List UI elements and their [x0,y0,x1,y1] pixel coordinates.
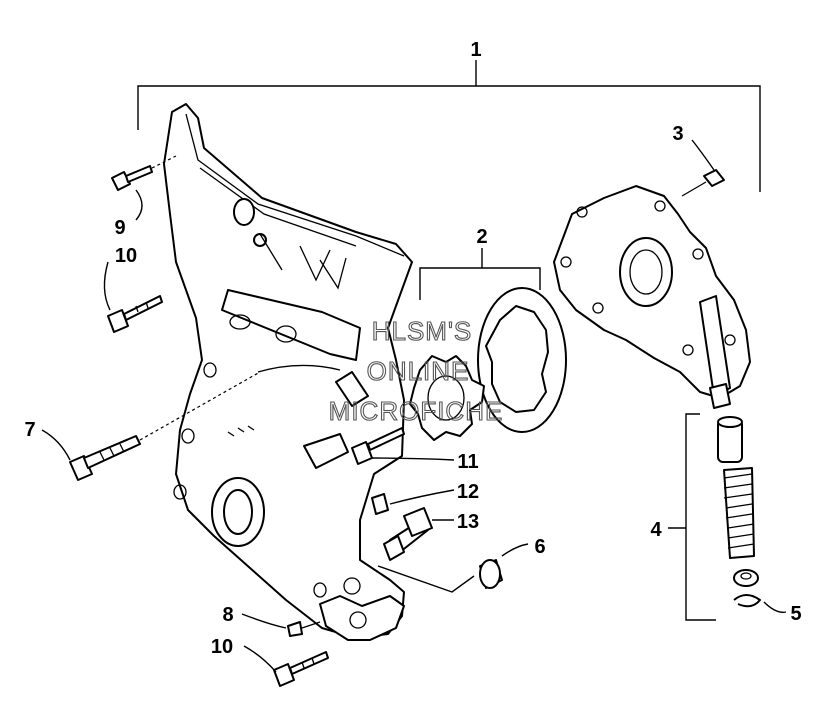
watermark: HLSM'S ONLINE MICROFICHE [328,315,504,426]
callout-3: 3 [672,123,683,145]
bolt-10-upper [103,261,163,333]
watermark-line-3: MICROFICHE [329,396,504,426]
callout-4: 4 [650,519,662,541]
callout-2: 2 [476,226,487,248]
dowel-12 [371,489,455,515]
screw-8 [241,613,321,637]
callout-10-upper: 10 [115,245,137,267]
bolt-7 [41,371,261,481]
outer-rotor [477,287,567,433]
callout-12: 12 [457,481,479,503]
callout-labels: 1 2 3 4 5 6 7 8 9 10 10 11 12 13 [24,39,801,658]
plug-6 [377,543,529,593]
bracket-1 [137,60,761,192]
bracket-2 [419,248,541,300]
callout-6: 6 [534,536,545,558]
bolt-11 [351,427,455,465]
timing-cover [163,103,413,641]
inner-rotor [409,355,485,441]
watermark-line-1: HLSM'S [372,316,473,346]
watermark-line-2: ONLINE [367,356,470,386]
relief-valve [717,416,787,613]
oil-pump-body [553,185,751,409]
bracket-4 [668,413,716,621]
bolt-9 [111,155,177,221]
callout-5: 5 [790,603,801,625]
callout-9: 9 [114,217,125,239]
callout-11: 11 [457,451,478,473]
callout-8: 8 [222,604,233,626]
callout-13: 13 [457,511,479,533]
callout-1: 1 [470,39,481,61]
screw-3 [681,139,725,197]
oil-switch-13 [383,507,454,561]
callout-7: 7 [24,419,35,441]
callout-10-lower: 10 [211,636,233,658]
bolt-10-lower [243,645,329,687]
callout-leaders [257,364,341,373]
